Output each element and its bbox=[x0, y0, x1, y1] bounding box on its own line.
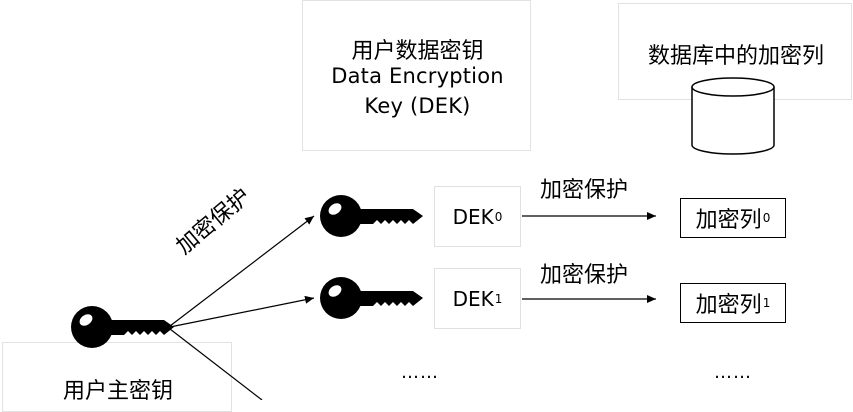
master-key-icon bbox=[71, 306, 174, 348]
diagram-canvas bbox=[71, 77, 775, 400]
column1-subscript: 1 bbox=[762, 296, 771, 310]
dek-panel-title-cn: 用户数据密钥 bbox=[351, 39, 484, 64]
dek-panel: 用户数据密钥 Data Encryption Key (DEK) bbox=[302, 0, 531, 151]
database-panel-title: 数据库中的加密列 bbox=[647, 44, 824, 69]
ellipsis-dek: …… bbox=[401, 362, 439, 383]
dek1-protect-label: 加密保护 bbox=[540, 263, 629, 288]
dek0-key-icon bbox=[320, 195, 423, 237]
ellipsis-columns: …… bbox=[714, 362, 752, 383]
column0-subscript: 0 bbox=[762, 211, 771, 225]
column0-label: 加密列 bbox=[695, 208, 762, 233]
arrow-master-to-dek1 bbox=[169, 295, 315, 328]
dek0-subscript: 0 bbox=[494, 209, 503, 224]
column1-label: 加密列 bbox=[695, 293, 762, 318]
arrow-master-to-more bbox=[169, 328, 263, 400]
dek0-protect-label: 加密保护 bbox=[540, 178, 629, 203]
dek1-subscript: 1 bbox=[494, 291, 503, 306]
dek1-key-icon bbox=[320, 277, 423, 319]
database-panel: 数据库中的加密列 bbox=[618, 3, 852, 100]
dek1-label: DEK bbox=[452, 286, 494, 311]
database-cylinder-icon bbox=[691, 77, 775, 155]
dek0-label: DEK bbox=[452, 204, 494, 229]
dek-panel-title-en-line2: Key (DEK) bbox=[364, 94, 471, 118]
dek-panel-title-en-line1: Data Encryption bbox=[331, 64, 504, 88]
arrow-master-to-dek0 bbox=[169, 215, 315, 327]
